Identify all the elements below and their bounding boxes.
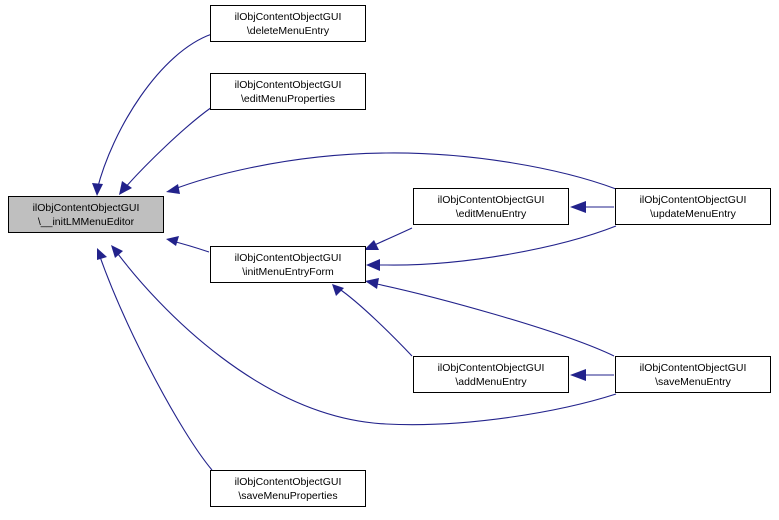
edge-edit-menu-properties-to-init-lm-menu-editor — [119, 106, 213, 195]
node-init-menu-entry-form[interactable]: ilObjContentObjectGUI \initMenuEntryForm — [210, 246, 366, 283]
node-edit-menu-entry[interactable]: ilObjContentObjectGUI \editMenuEntry — [413, 188, 569, 225]
svg-text:\updateMenuEntry: \updateMenuEntry — [650, 208, 737, 220]
edge-update-menu-entry-to-init-lm-menu-editor — [166, 152, 617, 194]
node-init-lm-menu-editor[interactable]: ilObjContentObjectGUI \__initLMMenuEdito… — [8, 196, 164, 233]
svg-text:\saveMenuEntry: \saveMenuEntry — [655, 376, 732, 388]
node-update-menu-entry[interactable]: ilObjContentObjectGUI \updateMenuEntry — [615, 188, 771, 225]
node-save-menu-entry[interactable]: ilObjContentObjectGUI \saveMenuEntry — [615, 356, 771, 393]
edge-layer — [92, 33, 617, 471]
svg-text:\deleteMenuEntry: \deleteMenuEntry — [247, 25, 330, 37]
edge-update-menu-entry-to-init-menu-entry-form — [366, 225, 617, 271]
node-save-menu-properties[interactable]: ilObjContentObjectGUI \saveMenuPropertie… — [210, 470, 366, 507]
node-edit-menu-properties[interactable]: ilObjContentObjectGUI \editMenuPropertie… — [210, 73, 366, 110]
svg-text:ilObjContentObjectGUI: ilObjContentObjectGUI — [235, 476, 342, 488]
node-delete-menu-entry[interactable]: ilObjContentObjectGUI \deleteMenuEntry — [210, 5, 366, 42]
svg-text:ilObjContentObjectGUI: ilObjContentObjectGUI — [235, 11, 342, 23]
edge-delete-menu-entry-to-init-lm-menu-editor — [92, 33, 213, 196]
svg-text:\saveMenuProperties: \saveMenuProperties — [238, 490, 337, 502]
svg-text:ilObjContentObjectGUI: ilObjContentObjectGUI — [438, 362, 545, 374]
edge-save-menu-properties-to-init-lm-menu-editor — [97, 248, 213, 471]
svg-text:ilObjContentObjectGUI: ilObjContentObjectGUI — [640, 362, 747, 374]
svg-text:ilObjContentObjectGUI: ilObjContentObjectGUI — [438, 194, 545, 206]
edge-add-menu-entry-to-init-menu-entry-form — [332, 284, 413, 357]
edge-save-menu-entry-to-add-menu-entry — [570, 369, 614, 381]
svg-text:ilObjContentObjectGUI: ilObjContentObjectGUI — [33, 202, 140, 214]
node-add-menu-entry[interactable]: ilObjContentObjectGUI \addMenuEntry — [413, 356, 569, 393]
svg-text:\__initLMMenuEditor: \__initLMMenuEditor — [38, 216, 135, 228]
svg-text:ilObjContentObjectGUI: ilObjContentObjectGUI — [235, 252, 342, 264]
edge-update-menu-entry-to-edit-menu-entry — [570, 201, 614, 213]
svg-text:\initMenuEntryForm: \initMenuEntryForm — [242, 266, 334, 278]
svg-text:\addMenuEntry: \addMenuEntry — [455, 376, 527, 388]
svg-text:ilObjContentObjectGUI: ilObjContentObjectGUI — [235, 79, 342, 91]
svg-text:\editMenuEntry: \editMenuEntry — [456, 208, 527, 220]
edge-edit-menu-entry-to-init-menu-entry-form — [364, 227, 413, 250]
edge-save-menu-entry-to-init-lm-menu-editor — [111, 245, 617, 426]
node-layer: ilObjContentObjectGUI \__initLMMenuEdito… — [8, 5, 771, 507]
svg-text:ilObjContentObjectGUI: ilObjContentObjectGUI — [640, 194, 747, 206]
edge-save-menu-entry-to-init-menu-entry-form — [365, 278, 615, 357]
edge-init-menu-entry-form-to-init-lm-menu-editor — [166, 236, 210, 253]
svg-text:\editMenuProperties: \editMenuProperties — [241, 93, 335, 105]
